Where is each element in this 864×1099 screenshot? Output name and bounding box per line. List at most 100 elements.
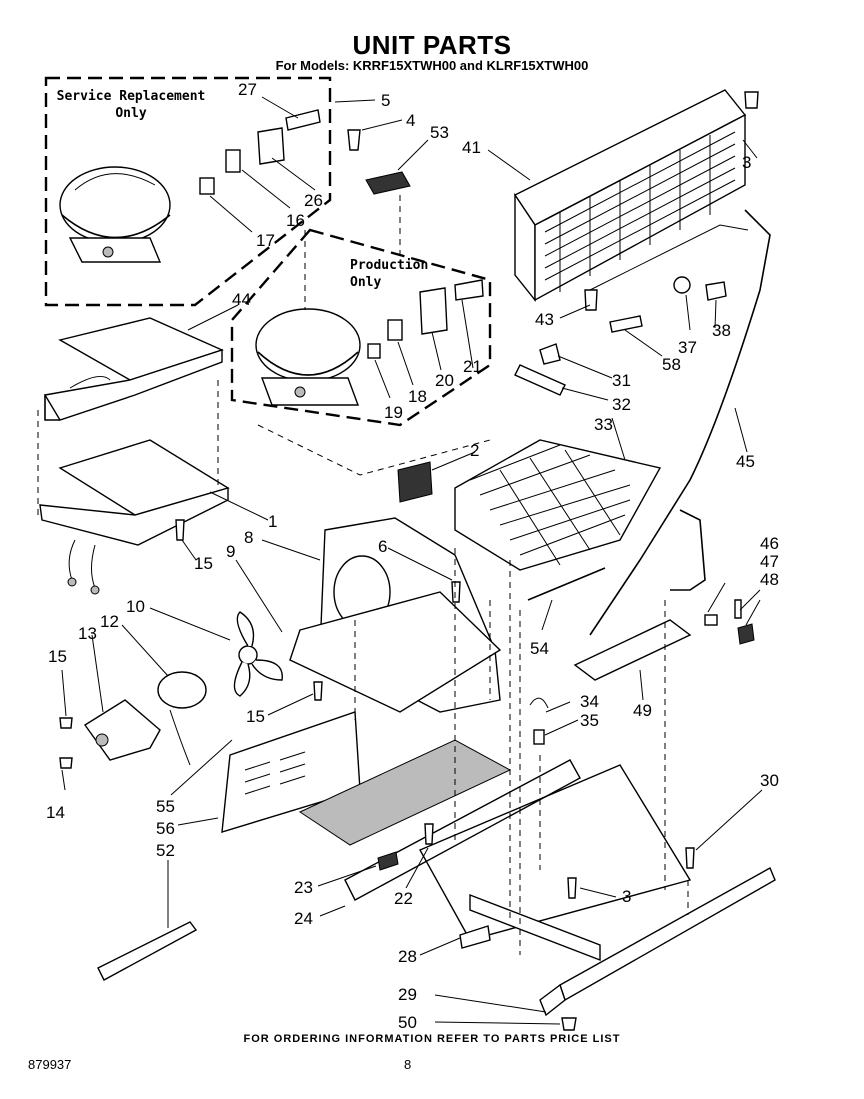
callout-35: 35 (580, 711, 599, 730)
callout-31: 31 (612, 371, 631, 390)
part-37 (673, 276, 691, 294)
part-31-clip (539, 343, 561, 365)
model-subtitle: For Models: KRRF15XTWH00 and KLRF15XTWH0… (275, 58, 589, 73)
condenser-fan-blade (233, 611, 283, 697)
callout-38: 38 (712, 321, 731, 340)
production-only-label: Production Only (350, 257, 438, 291)
callout-32: 32 (612, 395, 631, 414)
part-49-trough (573, 619, 692, 681)
callout-27: 27 (238, 80, 257, 99)
part-30-screw (685, 847, 695, 869)
production-only-box (230, 228, 492, 427)
callout-12: 12 (100, 612, 119, 631)
defrost-heater-assembly (39, 439, 230, 595)
callout-28: 28 (398, 947, 417, 966)
callout-52: 52 (156, 841, 175, 860)
callout-21: 21 (463, 357, 482, 376)
callout-47: 47 (760, 552, 779, 571)
callout-41: 41 (462, 138, 481, 157)
service-compressor (59, 166, 171, 263)
part-52-tie-strap (97, 921, 198, 981)
callout-8: 8 (244, 528, 253, 547)
callout-1: 1 (268, 512, 277, 531)
production-start-device (419, 287, 448, 335)
service-start-device (257, 127, 285, 165)
part-45-tubing (589, 209, 771, 636)
service-replacement-box (44, 76, 332, 307)
part-54-rod (527, 567, 606, 601)
part-50-screw (561, 1017, 577, 1031)
part-28-clip (459, 925, 491, 949)
callout-45: 45 (736, 452, 755, 471)
callout-17: 17 (256, 231, 275, 250)
callout-9: 9 (226, 542, 235, 561)
condenser-coil (513, 89, 747, 302)
callout-15-c: 15 (246, 707, 265, 726)
callout-46: 46 (760, 534, 779, 553)
document-number: 879937 (28, 1057, 72, 1072)
part-48-clip (737, 623, 755, 645)
callout-26: 26 (304, 191, 323, 210)
production-label-line1: Production (350, 258, 429, 273)
ordering-info-footer: FOR ORDERING INFORMATION REFER TO PARTS … (243, 1033, 621, 1045)
callout-14: 14 (46, 803, 65, 822)
part-3-screw-top (744, 91, 759, 109)
callout-54: 54 (530, 639, 549, 658)
callout-48: 48 (760, 570, 779, 589)
part-22-screw (424, 823, 434, 845)
callout-50: 50 (398, 1013, 417, 1032)
callout-43: 43 (535, 310, 554, 329)
callout-22: 22 (394, 889, 413, 908)
callout-44: 44 (232, 290, 251, 309)
service-label-line1: Service Replacement (56, 89, 206, 104)
part-6-screw (451, 581, 461, 603)
callout-34: 34 (580, 692, 599, 711)
service-replacement-label: Service Replacement Only (56, 88, 206, 122)
callout-3-bottom: 3 (622, 887, 631, 906)
part-23-grommet (377, 851, 399, 871)
callout-15-b: 15 (48, 647, 67, 666)
callout-20: 20 (435, 371, 454, 390)
callout-2: 2 (470, 441, 479, 460)
leader-lines (61, 96, 763, 1025)
part-32-drier (514, 364, 566, 396)
service-label-line2: Only (115, 106, 147, 121)
part-15-screw-a (175, 519, 185, 541)
part-58 (609, 315, 643, 333)
callout-15-a: 15 (194, 554, 213, 573)
production-compressor (255, 308, 361, 406)
fan-motor-bracket (83, 699, 161, 761)
fan-motor (157, 671, 207, 766)
part-3-screw-bottom (567, 877, 577, 899)
part-4-screw (347, 129, 361, 151)
service-cover-clip (285, 109, 321, 131)
callout-4: 4 (406, 111, 415, 130)
part-15-screw-b (59, 717, 73, 729)
callout-3-top: 3 (742, 153, 751, 172)
part-2-bracket (397, 461, 433, 503)
part-15-screw-c (313, 681, 323, 701)
callout-10: 10 (126, 597, 145, 616)
callout-6: 6 (378, 537, 387, 556)
callout-29: 29 (398, 985, 417, 1004)
part-14-screw (59, 757, 73, 769)
callout-5: 5 (381, 91, 390, 110)
part-46 (704, 614, 718, 626)
page-number: 8 (404, 1057, 412, 1072)
rear-access-cover (221, 711, 361, 833)
callout-23: 23 (294, 878, 313, 897)
callout-13: 13 (78, 624, 97, 643)
callout-33: 33 (594, 415, 613, 434)
callout-58: 58 (662, 355, 681, 374)
part-38 (705, 281, 727, 301)
part-53-pad (365, 171, 411, 195)
evaporator-coil (454, 439, 662, 571)
callout-56: 56 (156, 819, 175, 838)
service-overload-part (199, 177, 215, 195)
base-frame (344, 759, 776, 1017)
part-43 (584, 289, 598, 311)
callout-49: 49 (633, 701, 652, 720)
callout-16: 16 (286, 211, 305, 230)
